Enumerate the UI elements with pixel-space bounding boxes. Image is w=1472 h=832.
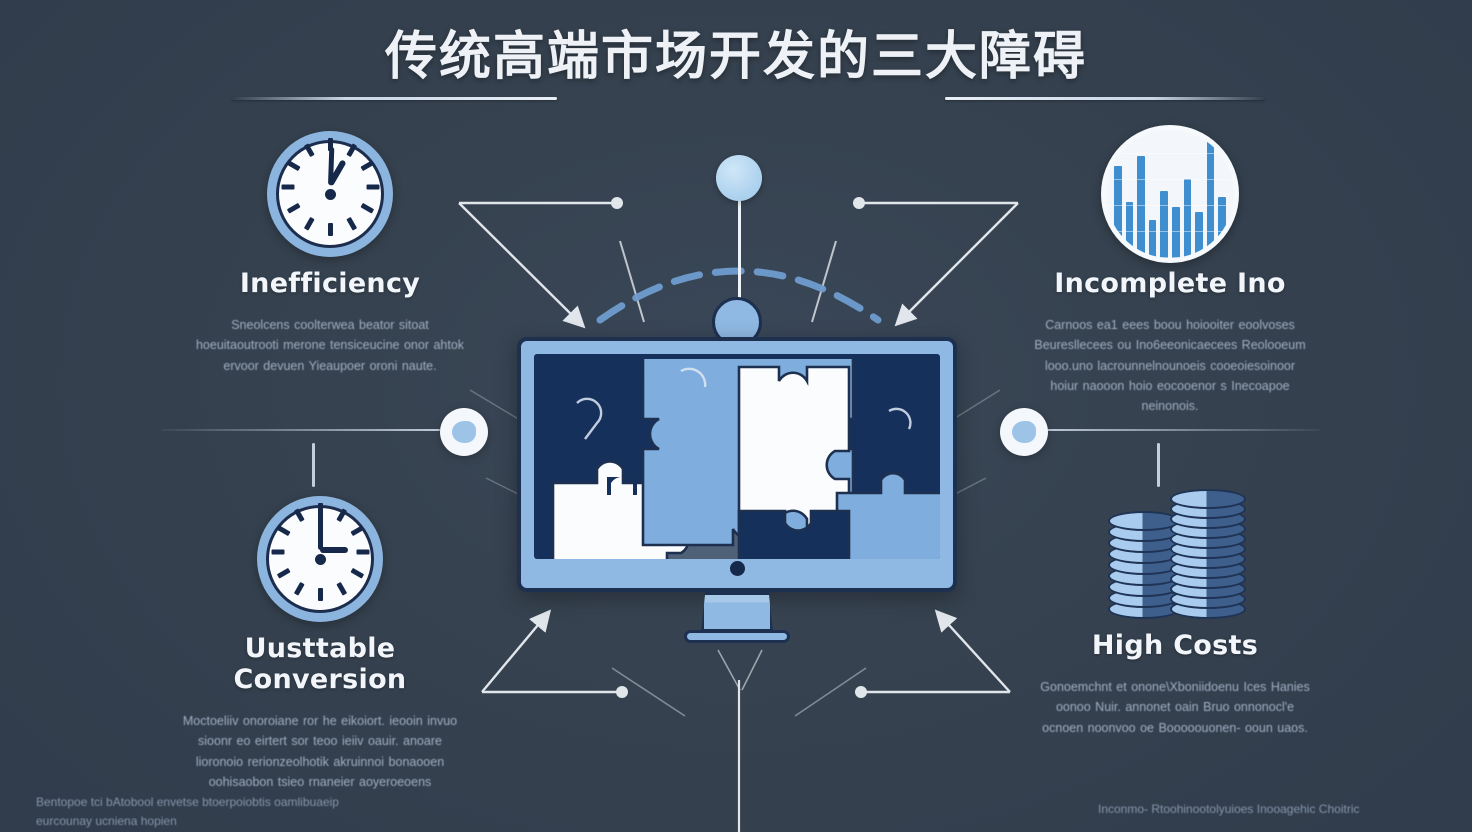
coins-icon-wrap bbox=[1025, 489, 1325, 622]
divider-right bbox=[1040, 429, 1320, 431]
bar-chart-icon-wrap bbox=[1020, 125, 1320, 263]
info-badge-icon-left bbox=[440, 408, 488, 456]
monitor-neck bbox=[701, 592, 773, 632]
divider-tick-left bbox=[312, 443, 315, 487]
footer-text-right: Inconmo- Rtoohinootolyuioes Inooagehic C… bbox=[1098, 802, 1360, 816]
quadrant-body: Gonoemchnt et onone\Xboniidoenu Ices Han… bbox=[1040, 680, 1310, 735]
clock-icon bbox=[257, 496, 383, 622]
quadrant-high-costs: High Costs Gonoemchnt et onone\Xboniidoe… bbox=[1025, 489, 1325, 738]
clock-icon-bottom-left bbox=[170, 493, 470, 625]
gauge-icon bbox=[716, 155, 762, 201]
clock-icon bbox=[267, 131, 393, 257]
title-rule-left bbox=[232, 97, 557, 100]
info-badge-icon-right bbox=[1000, 408, 1048, 456]
divider-left bbox=[162, 429, 440, 431]
footer-text-left: Bentopoe tci bAtobool envetse btoerpoiob… bbox=[36, 795, 339, 829]
quadrant-body: Moctoeliiv onoroiane ror he eikoiort. ie… bbox=[182, 714, 458, 789]
bar-chart-icon bbox=[1101, 125, 1239, 263]
title-rule-right bbox=[945, 97, 1265, 100]
quadrant-heading: High Costs bbox=[1091, 630, 1259, 661]
page-title: 传统高端市场开发的三大障碍 bbox=[384, 27, 1087, 87]
quadrant-body: Sneolcens coolterwea beator sitoat hoeui… bbox=[195, 318, 465, 373]
quadrant-heading: Inefficiency bbox=[239, 268, 421, 299]
quadrant-heading: Incomplete Ino bbox=[1054, 268, 1286, 299]
clock-icon-top-left bbox=[180, 128, 480, 260]
quadrant-body: Carnoos ea1 eees boou hoiooiter eoolvose… bbox=[1034, 318, 1306, 413]
quadrant-unstable-conversion: Uusttable Conversion Moctoeliiv onoroian… bbox=[170, 493, 470, 792]
quadrant-heading: Uusttable Conversion bbox=[233, 633, 407, 695]
monitor-indicator bbox=[729, 561, 745, 576]
monitor-base bbox=[684, 630, 790, 643]
coins-icon bbox=[1100, 489, 1250, 619]
gauge-stem bbox=[738, 190, 741, 310]
quadrant-incomplete-info: Incomplete Ino Carnoos ea1 eees boou hoi… bbox=[1020, 125, 1320, 416]
quadrant-inefficiency: Inefficiency Sneolcens coolterwea beator… bbox=[180, 128, 480, 376]
divider-tick-right bbox=[1157, 443, 1160, 487]
puzzle-pieces bbox=[534, 359, 940, 559]
